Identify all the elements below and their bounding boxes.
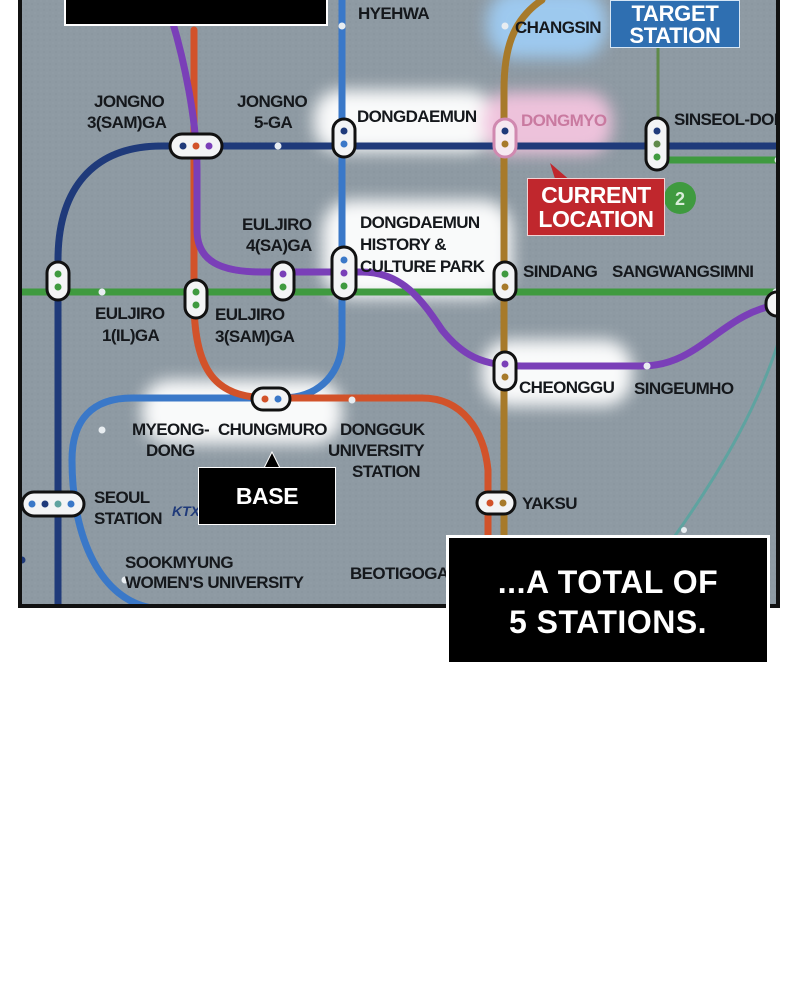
- current-callout-line2: LOCATION: [538, 206, 654, 232]
- station-euljiro4: [270, 260, 296, 302]
- label-dongguk-c: STATION: [352, 462, 420, 481]
- line-6-brown: [500, 0, 546, 604]
- station-euljiro3: [183, 278, 209, 320]
- station-dongmyo: [492, 117, 518, 159]
- label-euljiro4-b: 4(SA)GA: [246, 236, 312, 255]
- label-euljiro4-a: EULJIRO: [242, 215, 312, 234]
- label-sangwangsimni: SANGWANGSIMNI: [612, 262, 753, 281]
- svg-text:2: 2: [675, 189, 685, 209]
- top-caption-box-fragment: [64, 0, 328, 26]
- label-jongno3-b: 3(SAM)GA: [87, 113, 167, 132]
- current-location-callout: CURRENT LOCATION: [527, 178, 665, 236]
- label-myeongdong-b: DONG: [146, 441, 195, 460]
- station-labels: HYEHWA CHANGSIN JONGNO 3(SAM)GA JONGNO 5…: [87, 4, 780, 592]
- label-hyehwa: HYEHWA: [358, 4, 429, 23]
- cheonggu-highlight: [482, 340, 632, 406]
- label-sinseol: SINSEOL-DON: [674, 110, 780, 129]
- station-seoul: [22, 490, 86, 518]
- station-euljiro1: [45, 260, 71, 302]
- caption-line2: 5 STATIONS.: [508, 604, 708, 640]
- station-sangwangsimni-edge: [764, 290, 776, 318]
- label-ktx: KTX: [172, 503, 202, 519]
- base-callout: BASE: [198, 467, 336, 525]
- label-sindang: SINDANG: [523, 262, 598, 281]
- current-callout-line1: CURRENT: [541, 182, 651, 208]
- transfer-stations: 2: [22, 116, 776, 518]
- label-seoul-a: SEOUL: [94, 488, 150, 507]
- label-changsin: CHANGSIN: [515, 18, 601, 37]
- line-teal: [670, 344, 776, 542]
- station-yaksu: [475, 490, 517, 516]
- label-yaksu: YAKSU: [522, 494, 577, 513]
- dongdaemun-highlight: [314, 90, 494, 152]
- station-ddp: [330, 245, 358, 301]
- station-cheonggu: [492, 350, 518, 392]
- label-cheonggu: CHEONGGU: [519, 378, 615, 397]
- label-chungmuro: CHUNGMURO: [218, 420, 327, 439]
- target-callout-line1: TARGET: [631, 1, 719, 26]
- label-jongno5-b: 5-GA: [254, 113, 293, 132]
- label-ddp-c: CULTURE PARK: [360, 257, 486, 276]
- label-ddp-b: HISTORY &: [360, 235, 446, 254]
- station-dongdaemun: [331, 117, 357, 159]
- line-2-badge: 2: [664, 182, 696, 214]
- station-chungmuro: [250, 386, 292, 412]
- label-euljiro3-a: EULJIRO: [215, 305, 285, 324]
- station-sinseol: [644, 116, 670, 172]
- label-sookmyung-b: WOMEN'S UNIVERSITY: [125, 573, 305, 592]
- target-station-callout: TARGET STATION: [610, 0, 740, 48]
- changsin-highlight: [487, 0, 607, 58]
- label-euljiro1-b: 1(IL)GA: [102, 326, 160, 345]
- label-euljiro1-a: EULJIRO: [95, 304, 165, 323]
- label-seoul-b: STATION: [94, 509, 162, 528]
- label-dongdaemun: DONGDAEMUN: [357, 107, 477, 126]
- station-jongno3: [168, 132, 224, 160]
- label-dongguk-b: UNIVERSITY: [328, 441, 425, 460]
- subway-map-panel: 2 HYEHWA CHANGSIN JONGNO 3(SAM)GA JONGNO…: [18, 0, 780, 608]
- label-dongguk-a: DONGGUK: [340, 420, 426, 439]
- label-jongno3-a: JONGNO: [94, 92, 164, 111]
- label-euljiro3-b: 3(SAM)GA: [215, 327, 295, 346]
- subway-map: 2 HYEHWA CHANGSIN JONGNO 3(SAM)GA JONGNO…: [22, 0, 780, 604]
- label-ddp-a: DONGDAEMUN: [360, 213, 480, 232]
- line-4-blue: [68, 0, 346, 604]
- label-dongmyo: DONGMYO: [521, 111, 607, 130]
- target-callout-line2: STATION: [629, 23, 721, 48]
- label-sookmyung-a: SOOKMYUNG: [125, 553, 233, 572]
- narration-caption-box: ...A TOTAL OF 5 STATIONS.: [446, 535, 770, 665]
- caption-line1: ...A TOTAL OF: [497, 564, 719, 600]
- label-singeumho: SINGEUMHO: [634, 379, 734, 398]
- label-jongno5-a: JONGNO: [237, 92, 307, 111]
- station-sindang: [492, 260, 518, 302]
- line-1-navy: [22, 142, 776, 604]
- label-myeongdong-a: MYEONG-: [132, 420, 209, 439]
- highlight-glows: [142, 0, 632, 444]
- label-beotigogae: BEOTIGOGAE: [350, 564, 459, 583]
